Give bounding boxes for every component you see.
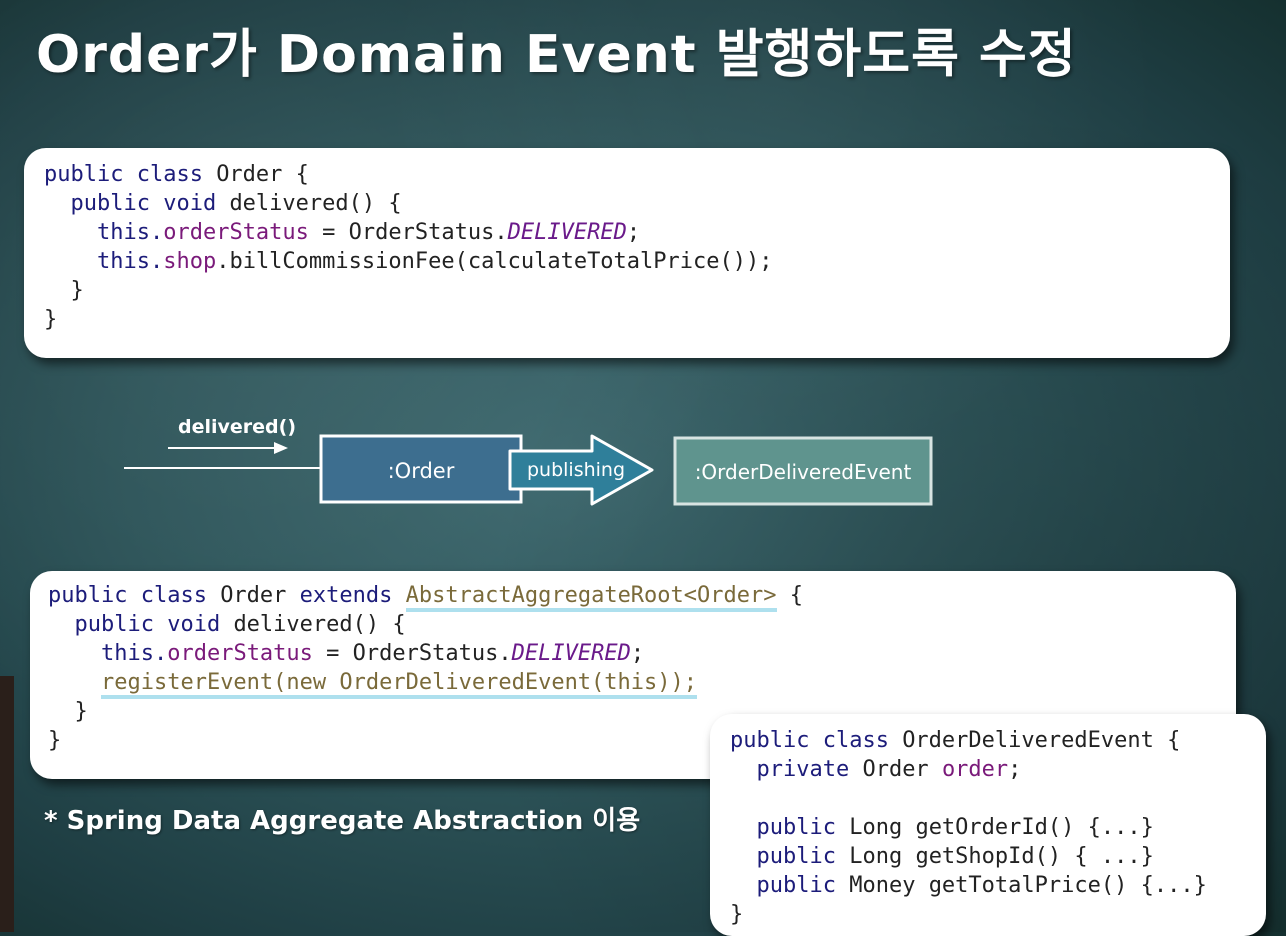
code-line: this.orderStatus = OrderStatus.DELIVERED… [48, 639, 1218, 668]
code-token: orderStatus [167, 641, 313, 666]
call-label: delivered() [178, 416, 296, 438]
code-line: } [48, 726, 1218, 755]
call-arrow-short-head [274, 442, 288, 454]
code-line: this.orderStatus = OrderStatus.DELIVERED… [44, 218, 1210, 247]
code-token: } [44, 307, 58, 332]
code-token: Money getTotalPrice() {...} [849, 873, 1207, 898]
code-line: public void delivered() { [44, 189, 1210, 218]
code-line: public Long getOrderId() {...} [730, 813, 1246, 842]
code-token: OrderDeliveredEvent { [902, 728, 1181, 753]
code-line [730, 784, 1246, 813]
event-box [673, 436, 933, 506]
code-token: ; [630, 641, 645, 666]
code-token: Order { [216, 162, 309, 187]
code-token: public class [48, 583, 221, 608]
code-token: public void [44, 191, 230, 216]
code-token: DELIVERED [507, 220, 627, 245]
code-token: DELIVERED [511, 641, 631, 666]
code-token: ; [626, 220, 641, 245]
code-token: delivered() { [229, 191, 402, 216]
code-token: } [48, 728, 62, 753]
code-block-aggregate-root: public class Order extends AbstractAggre… [30, 571, 1236, 779]
code-line: public void delivered() { [48, 610, 1218, 639]
code-token: } [48, 699, 88, 724]
code-token: = OrderStatus. [308, 220, 508, 245]
code-token: public void [48, 612, 234, 637]
code-line: public class Order { [44, 160, 1210, 189]
code-token: registerEvent(new OrderDeliveredEvent(th… [100, 670, 698, 695]
code-line: public Money getTotalPrice() {...} [730, 871, 1246, 900]
code-token: public class [730, 728, 903, 753]
code-token: .billCommissionFee(calculateTotalPrice()… [216, 249, 773, 274]
code-token: this. [44, 249, 164, 274]
code-token: private [730, 757, 863, 782]
code-token: AbstractAggregateRoot<Order> [405, 583, 777, 608]
event-box-label: :OrderDeliveredEvent [695, 460, 912, 484]
code-token: Order [220, 583, 300, 608]
code-lines: public class Order { public void deliver… [44, 160, 1210, 334]
code-token: = OrderStatus. [312, 641, 512, 666]
code-line: public class Order extends AbstractAggre… [48, 581, 1218, 610]
order-box [319, 434, 523, 504]
code-token: Long getOrderId() {...} [849, 815, 1154, 840]
code-token: public class [44, 162, 217, 187]
code-line: public class OrderDeliveredEvent { [730, 726, 1246, 755]
code-token: order [941, 757, 1009, 782]
publishing-arrow [508, 434, 654, 506]
code-line: } [44, 305, 1210, 334]
code-token: ; [1008, 757, 1022, 782]
code-token [48, 670, 101, 695]
slide-title: Order가 Domain Event 발행하도록 수정 [36, 25, 1077, 85]
code-token: orderStatus [163, 220, 309, 245]
code-line: public Long getShopId() { ...} [730, 842, 1246, 871]
code-token: this. [48, 641, 168, 666]
code-token: delivered() { [233, 612, 406, 637]
code-token: } [44, 278, 84, 303]
code-line: } [730, 900, 1246, 929]
code-block-event-class: public class OrderDeliveredEvent { priva… [710, 714, 1266, 936]
footnote: * Spring Data Aggregate Abstraction 이용 [44, 806, 641, 836]
code-token: Long getShopId() { ...} [849, 844, 1154, 869]
code-line: this.shop.billCommissionFee(calculateTot… [44, 247, 1210, 276]
code-token: this. [44, 220, 164, 245]
code-lines: public class OrderDeliveredEvent { priva… [730, 726, 1246, 929]
order-box-label: :Order [388, 459, 455, 483]
code-token: public [730, 815, 850, 840]
code-token: { [776, 583, 804, 608]
code-token: public [730, 873, 850, 898]
code-token: Order [862, 757, 942, 782]
code-line: private Order order; [730, 755, 1246, 784]
code-token: shop [163, 249, 217, 274]
left-edge-strip [0, 676, 14, 932]
code-lines: public class Order extends AbstractAggre… [48, 581, 1218, 755]
code-token: extends [299, 583, 406, 608]
code-token: public [730, 844, 850, 869]
code-block-original-order: public class Order { public void deliver… [24, 148, 1230, 358]
code-token: } [730, 902, 744, 927]
code-line: } [44, 276, 1210, 305]
publishing-label: publishing [527, 459, 625, 481]
code-line: registerEvent(new OrderDeliveredEvent(th… [48, 668, 1218, 697]
code-line: } [48, 697, 1218, 726]
